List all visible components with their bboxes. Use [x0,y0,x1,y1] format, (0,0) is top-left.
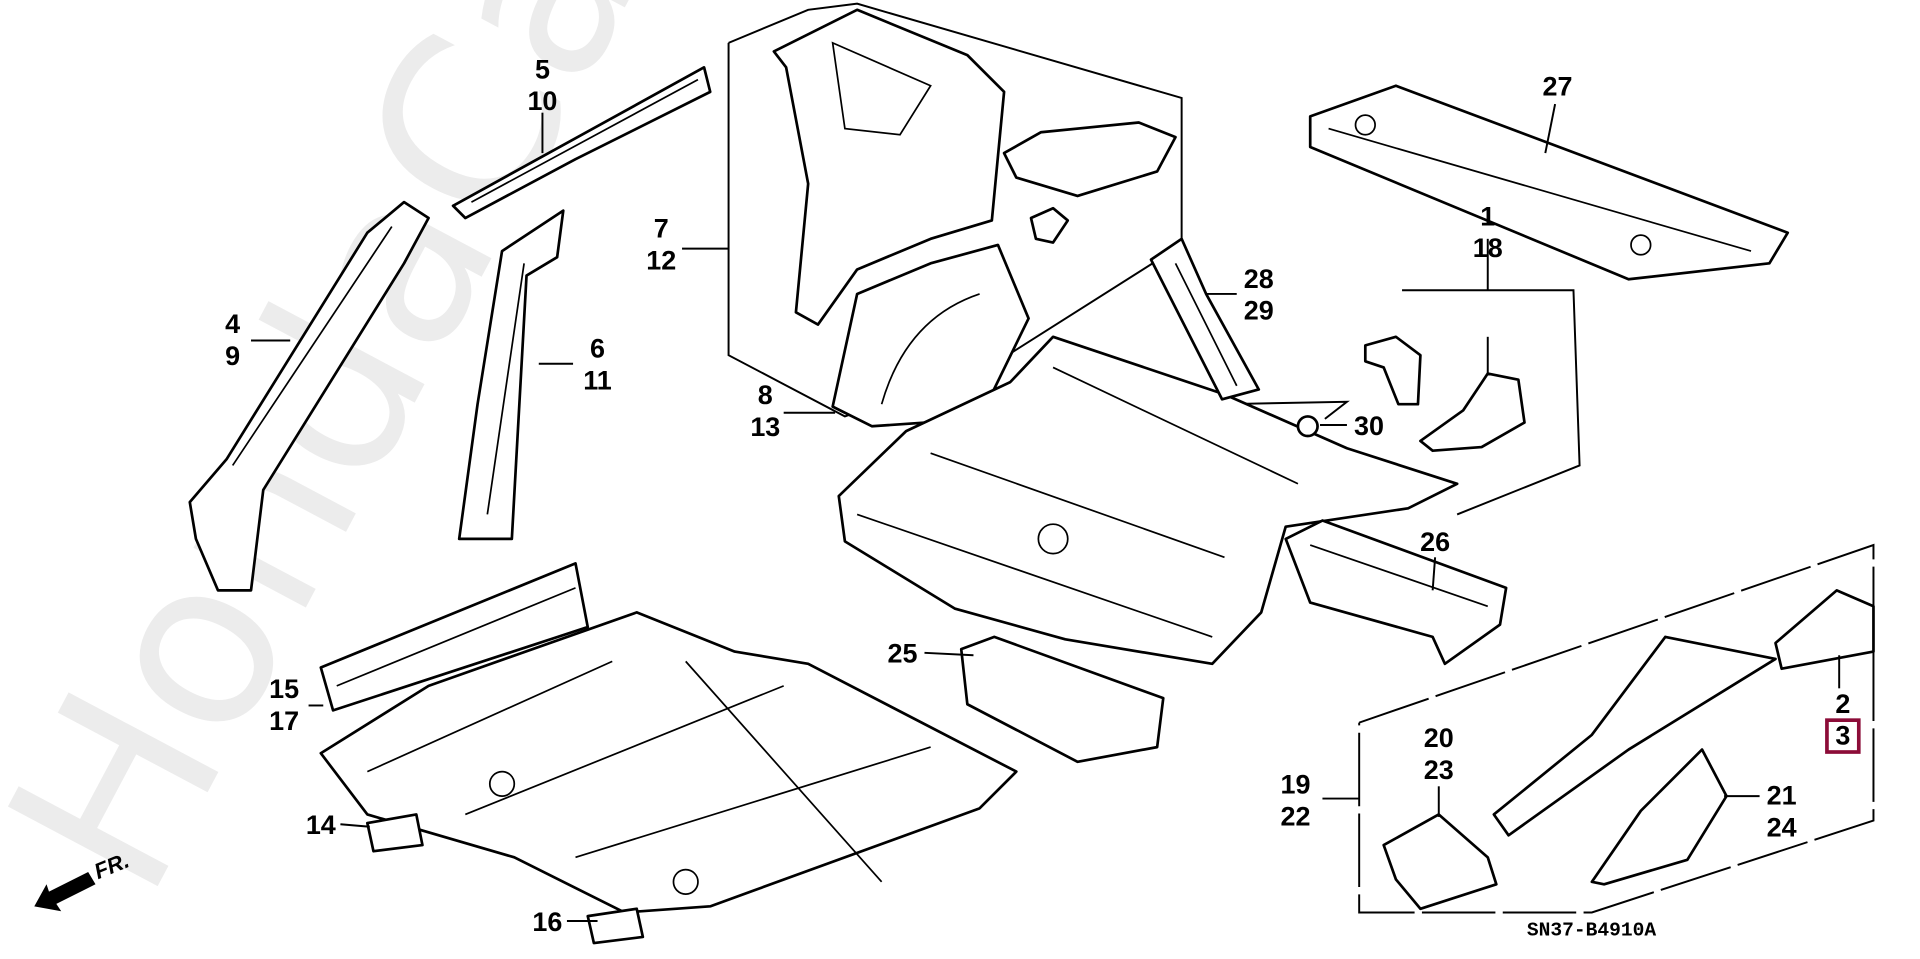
part-number[interactable]: 21 [1767,781,1797,811]
part-number[interactable]: 27 [1543,72,1573,102]
part-number[interactable]: 17 [269,706,299,736]
part-number[interactable]: 16 [532,907,562,937]
callout-7-12[interactable]: 712 [646,214,676,276]
part-frame-2-3[interactable] [1774,588,1875,671]
part-bracket-28-29[interactable] [1149,237,1261,401]
part-small-brackets[interactable] [1002,121,1177,244]
part-number[interactable]: 22 [1281,801,1311,831]
part-rear-floor[interactable] [837,335,1459,666]
part-number[interactable]: 11 [583,365,611,395]
part-bracket-1[interactable] [1363,335,1422,406]
part-bracket-18[interactable] [1419,372,1526,453]
diagram-code: SN37-B4910A [1527,920,1656,942]
part-quarter-panel-7-12[interactable] [772,8,1006,326]
part-number[interactable]: 8 [758,380,773,410]
callout-26[interactable]: 26 [1420,527,1450,557]
callout-5-10[interactable]: 510 [527,54,557,116]
part-number[interactable]: 13 [750,412,780,442]
part-extension-14[interactable] [366,813,424,853]
part-number[interactable]: 29 [1244,296,1274,326]
callout-4-9[interactable]: 49 [225,309,240,371]
part-pillar-4-9[interactable] [188,200,430,592]
part-number[interactable]: 2 [1835,689,1850,719]
part-crossmember-26[interactable] [1284,519,1508,666]
part-number[interactable]: 30 [1354,411,1384,441]
part-number[interactable]: 4 [225,309,240,339]
part-frame-20-23[interactable] [1382,813,1498,911]
part-bolt-30[interactable] [1296,415,1319,438]
part-number[interactable]: 10 [527,86,557,116]
highlight-box [1825,718,1861,754]
part-crossmember-25[interactable] [959,635,1165,764]
part-pillar-6-11[interactable] [457,209,565,541]
callout-6-11[interactable]: 611 [583,334,611,396]
part-number[interactable]: 25 [887,639,917,669]
part-number[interactable]: 24 [1767,813,1797,843]
part-number[interactable]: 19 [1281,770,1311,800]
part-number[interactable]: 7 [654,214,669,244]
part-frame-21-24[interactable] [1590,748,1728,886]
leader-lines [251,103,1841,923]
part-number[interactable]: 28 [1244,264,1274,294]
part-number[interactable]: 20 [1424,723,1454,753]
group-box-19-22 [1358,543,1875,914]
part-number[interactable]: 5 [535,54,550,84]
callout-1-18[interactable]: 118 [1473,201,1503,263]
callout-30[interactable]: 30 [1354,411,1384,441]
group-box-30 [1224,400,1350,420]
part-front-floor[interactable] [319,611,1018,914]
part-number[interactable]: 14 [306,810,336,840]
callout-2-3[interactable]: 23 [1825,689,1861,754]
callout-14[interactable]: 14 [306,810,336,840]
callout-25[interactable]: 25 [887,639,917,669]
callout-27[interactable]: 27 [1543,72,1573,102]
part-number[interactable]: 3 [1835,721,1850,751]
callout-8-13[interactable]: 813 [750,380,780,442]
part-number[interactable]: 6 [590,334,605,364]
part-crossmember-15-17[interactable] [319,562,590,712]
part-number[interactable]: 15 [269,674,299,704]
part-number[interactable]: 12 [646,245,676,275]
callout-16[interactable]: 16 [532,907,562,937]
part-wheelhouse-8-13[interactable] [831,243,1030,428]
arrow-left-down-icon [34,872,96,912]
part-panel-27[interactable] [1308,84,1790,281]
part-extension-16[interactable] [586,907,645,945]
part-number[interactable]: 1 [1480,201,1495,231]
part-number[interactable]: 9 [225,341,240,371]
part-frame-rail-19-22[interactable] [1492,635,1777,837]
part-roof-rail-5-10[interactable] [451,66,712,220]
part-number[interactable]: 18 [1473,233,1503,263]
part-number[interactable]: 23 [1424,755,1454,785]
part-number[interactable]: 26 [1420,527,1450,557]
